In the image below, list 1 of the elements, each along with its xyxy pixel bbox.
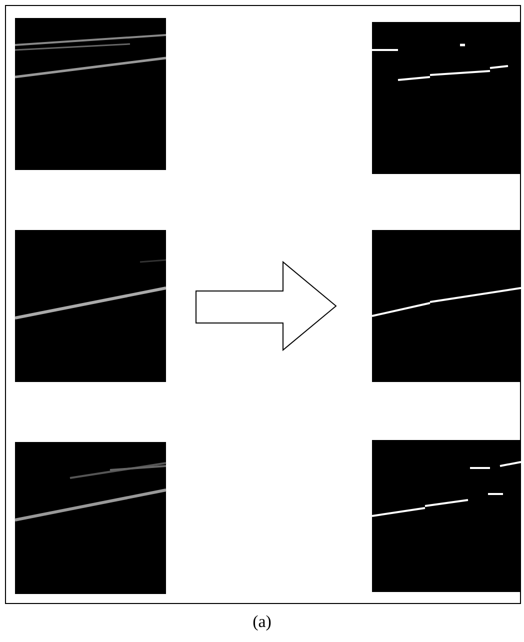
figure-caption: (a) (252, 612, 272, 632)
